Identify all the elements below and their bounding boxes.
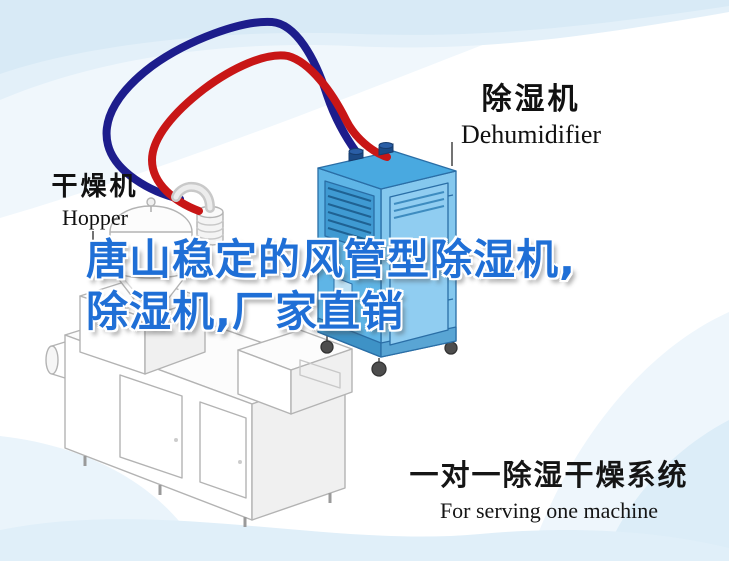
name-plate [333,276,353,299]
headline-line-2: 除湿机,厂家直销 [86,287,404,336]
duct-pipes [102,17,391,215]
panel-door [119,374,183,479]
die-flange [45,345,59,375]
headline: 唐山稳定的风管型除湿机, 除湿机,厂家直销 [86,234,686,338]
caster-wheel [320,334,458,377]
hopper-cone [109,267,193,309]
hopper-label-en: Hopper [62,205,128,230]
dehumidifier-label-en: Dehumidifier [460,120,602,149]
hopper-dome-lid [109,205,193,233]
system-caption: 一对一除湿干燥系统 For serving one machine [397,452,701,524]
blower-motor [196,205,224,246]
hopper-elbow-pipe [171,181,215,213]
label-pointer-lines [92,142,453,254]
control-screen [299,359,341,389]
dehumidifier-illustration [317,150,458,377]
door-handle [392,258,396,270]
dehumidifier-label-zh: 除湿机 [481,82,581,117]
hopper-label-zh: 干燥机 [51,172,139,202]
headline-line-1: 唐山稳定的风管型除湿机, [86,235,576,284]
system-caption-zh: 一对一除湿干燥系统 [409,458,689,492]
duct-connectors [348,142,394,162]
side-door [389,182,449,346]
system-caption-en: For serving one machine [439,498,659,523]
hopper-label: 干燥机 Hopper [36,166,154,231]
panel-door [199,401,247,499]
hopper-machine-illustration [45,197,353,527]
red-duct-pipe [147,51,391,215]
dehumidifier-label: 除湿机 Dehumidifier [440,74,622,150]
